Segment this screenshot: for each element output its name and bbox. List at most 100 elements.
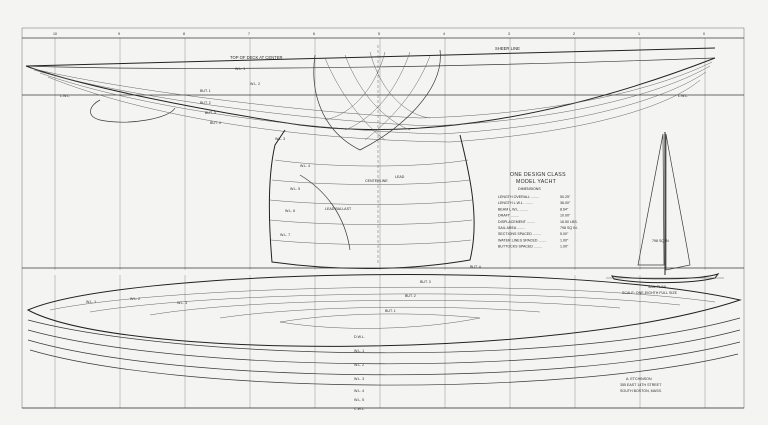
- plan-label: W.L. 1: [86, 300, 96, 304]
- sail-area-label: 798 SQ IN: [652, 239, 669, 243]
- spec-block: ONE DESIGN CLASS MODEL YACHT DIMENSIONS …: [498, 172, 578, 249]
- ballast-outline: [299, 174, 351, 251]
- body-plan-section-5: [344, 51, 411, 131]
- plan-labels: BUT. 4 BUT. 3 BUT. 2 BUT. 1 W.L. 3 W.L. …: [86, 265, 481, 313]
- plan-view: [22, 267, 744, 409]
- sail-plan-hull: [610, 273, 720, 284]
- station-number: 3: [508, 32, 510, 36]
- spec-row-value: 8.64": [560, 207, 569, 211]
- body-plan-section-2: [344, 54, 411, 131]
- station-number: 1: [638, 32, 640, 36]
- body-plan-section-3: [369, 51, 431, 119]
- sail-plan-caption-1: SAIL PLAN: [648, 285, 666, 289]
- body-plan-section-4: [364, 55, 431, 141]
- spec-row-value: 798 SQ IN.: [560, 226, 578, 230]
- keel-wl-3: [269, 199, 473, 205]
- halfbreadth-label: C.W.L.: [354, 407, 365, 411]
- profile-buttock-2: [33, 65, 711, 127]
- profile-buttock-1: [29, 61, 713, 119]
- profile-label: W.L. 3: [275, 137, 285, 141]
- spec-row-label: SAIL AREA ........: [498, 226, 525, 230]
- halfbreadth-3: [27, 339, 741, 376]
- profile-label: W.L. 7: [280, 233, 290, 237]
- centerline-label: CENTERLINE: [365, 179, 388, 183]
- profile-buttock-4: [47, 76, 701, 143]
- station-grid: [54, 38, 706, 408]
- profile-buttock-3: [39, 71, 707, 135]
- rudder: [90, 99, 176, 123]
- sail-plan-caption-2: SCALE: ONE-EIGHTH FULL SIZE: [622, 291, 678, 295]
- keel-wl-5: [270, 239, 472, 245]
- spec-row-value: 5.00": [560, 232, 569, 236]
- profile-label: BUT. 1: [200, 89, 211, 93]
- halfbreadth-label: W.L. 1: [354, 349, 364, 353]
- deck-line: [25, 57, 716, 69]
- plan-line-4: [219, 306, 541, 319]
- plan-line-3: [149, 300, 621, 316]
- spec-row-value: 16.50 LBS.: [560, 220, 578, 224]
- spec-row-label: DRAFT ........: [498, 214, 519, 218]
- keel-wl-1: [274, 159, 469, 167]
- spec-row-value: 10.00": [560, 214, 571, 218]
- body-plan-section-1: [324, 57, 386, 141]
- sheer-line: [25, 47, 716, 67]
- fin-keel: [268, 129, 475, 269]
- profile-label: BUT. 2: [200, 101, 211, 105]
- hull-profile: [25, 57, 716, 131]
- plan-label: W.L. 2: [130, 297, 140, 301]
- body-plan-section-6: [324, 51, 386, 121]
- lwl-left-label: L.W.L.: [60, 94, 70, 98]
- profile-waterline-labels: W.L. 1 W.L. 2 W.L. 3 W.L. 4 W.L. 5 W.L. …: [235, 67, 310, 237]
- halfbreadth-label: D.W.L.: [354, 335, 365, 339]
- lead-label: LEAD: [395, 175, 405, 179]
- station-number: 9: [118, 32, 120, 36]
- sheer-line-label: SHEER LINE: [495, 46, 520, 51]
- halfbreadth-label: W.L. 3: [354, 377, 364, 381]
- spec-row-value: 50.25": [560, 195, 571, 199]
- plan-label: BUT. 4: [470, 265, 481, 269]
- halfbreadth-2: [27, 329, 741, 365]
- station-number: 4: [443, 32, 445, 36]
- spec-row-label: LENGTH OVERALL ........: [498, 195, 539, 199]
- station-number: 7: [248, 32, 250, 36]
- designer-line3: SOUTH BOSTON, MASS.: [620, 389, 662, 393]
- halfbreadth-label: W.L. 2: [354, 363, 364, 367]
- spec-row-label: DISPLACEMENT ........: [498, 220, 535, 224]
- sheet-border: [21, 27, 745, 409]
- spec-row-value: 36.00": [560, 201, 571, 205]
- station-number: 8: [183, 32, 185, 36]
- deck-top-label: TOP OF DECK AT CENTER: [230, 55, 283, 60]
- spec-row-label: SECTIONS SPACED ........: [498, 232, 541, 236]
- spec-row-label: WATER LINES SPACED ........: [498, 238, 546, 242]
- spec-row-label: LENGTH L.W.L. ........: [498, 201, 533, 205]
- profile-buttock-labels: BUT. 1 BUT. 2 BUT. 3 BUT. 4: [200, 89, 221, 125]
- spec-row-value: 1.00": [560, 238, 569, 242]
- plan-line-1: [49, 286, 716, 311]
- halfbreadth-1: [27, 317, 741, 354]
- plan-inner-ellipse: [279, 313, 481, 329]
- designer-line2: 355 EAST 14TH STREET: [620, 383, 662, 387]
- profile-label: BUT. 3: [205, 111, 216, 115]
- spec-row-label: BUTTOCKS SPACED ........: [498, 245, 542, 249]
- spec-title-line2: MODEL YACHT: [516, 179, 557, 185]
- main-sail: [665, 133, 691, 271]
- deck-plan-outline: [26, 274, 742, 347]
- station-number: 6: [313, 32, 315, 36]
- profile-view: TOP OF DECK AT CENTER SHEER LINE L.W.L. …: [22, 37, 744, 269]
- keel-wl-4: [269, 219, 473, 225]
- profile-label: W.L. 6: [285, 209, 295, 213]
- halfbreadth-labels: D.W.L. W.L. 1 W.L. 2 W.L. 3 W.L. 4 W.L. …: [354, 335, 365, 411]
- lwl-right-label: L.W.L.: [678, 94, 688, 98]
- plan-line-2: [89, 293, 681, 313]
- station-number: 2: [573, 32, 575, 36]
- spec-subtitle: DIMENSIONS: [518, 187, 541, 191]
- spec-title-line1: ONE DESIGN CLASS: [510, 172, 566, 178]
- spec-rows: LENGTH OVERALL ........ 50.25" LENGTH L.W.…: [498, 195, 578, 249]
- sail-plan: 798 SQ IN SAIL PLAN SCALE: ONE-EIGHTH FU…: [606, 132, 724, 295]
- body-plan: [313, 49, 441, 151]
- plan-label: BUT. 1: [385, 309, 396, 313]
- profile-label: W.L. 2: [250, 82, 260, 86]
- profile-label: W.L. 5: [290, 187, 300, 191]
